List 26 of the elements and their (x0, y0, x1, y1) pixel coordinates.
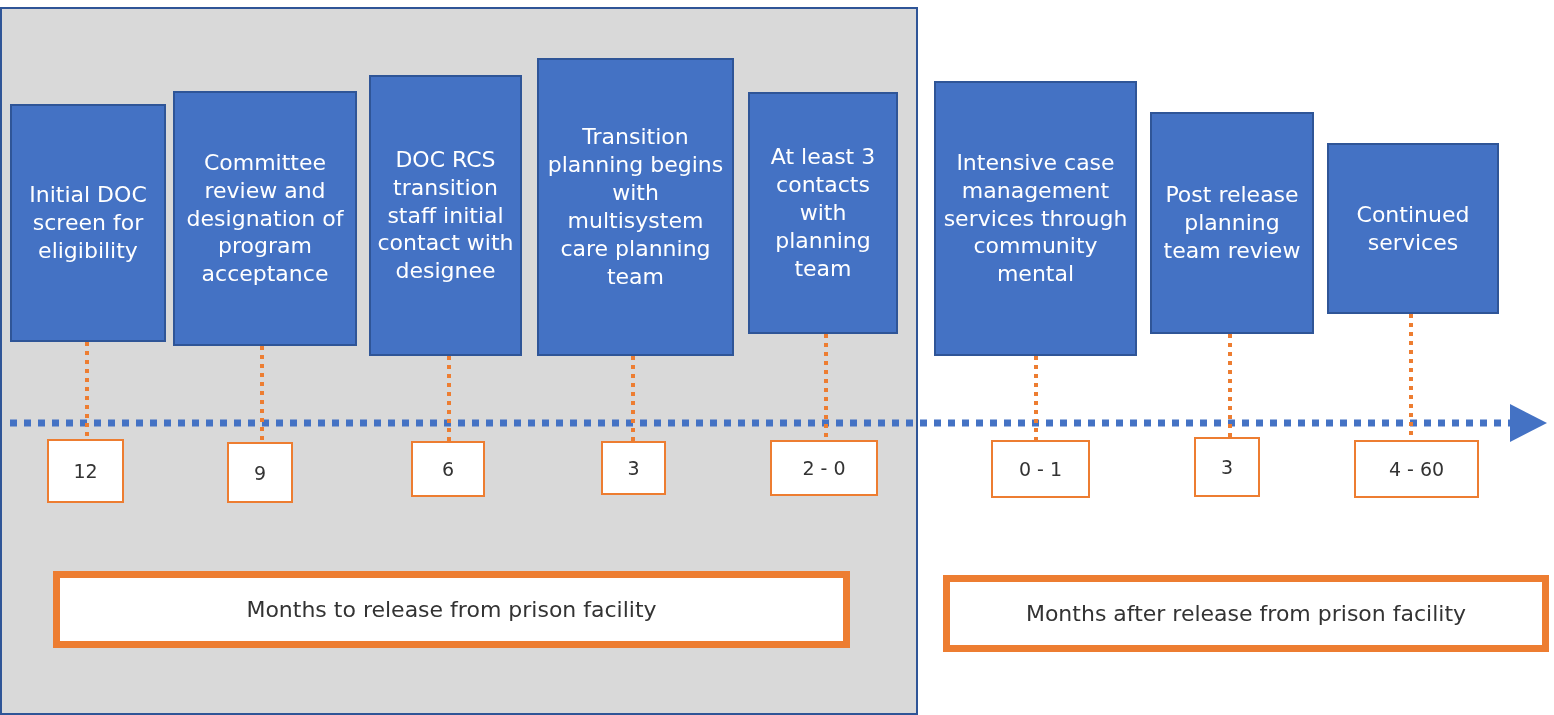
step-box: DOC RCS transition staff initial contact with designee (369, 75, 522, 356)
month-box: 12 (47, 439, 124, 503)
month-box: 9 (227, 442, 293, 503)
month-box: 3 (1194, 437, 1260, 497)
dotted-connector (1034, 356, 1038, 440)
step-box: Transition planning begins with multisystem care planning team (537, 58, 734, 356)
dotted-connector (260, 346, 264, 442)
month-box: 0 - 1 (991, 440, 1090, 498)
step-box: Intensive case management services through community mental (934, 81, 1137, 356)
step-box: Committee review and designation of program acceptance (173, 91, 357, 346)
step-box: At least 3 contacts with planning team (748, 92, 898, 334)
dotted-connector (824, 334, 828, 440)
dotted-connector (85, 342, 89, 439)
period-box: Months after release from prison facility (943, 575, 1549, 652)
step-box: Continued services (1327, 143, 1499, 314)
dotted-connector (631, 356, 635, 441)
month-box: 3 (601, 441, 666, 495)
dotted-connector (1228, 334, 1232, 437)
period-box: Months to release from prison facility (53, 571, 850, 648)
step-box: Post release planning team review (1150, 112, 1314, 334)
step-box: Initial DOC screen for eligibility (10, 104, 166, 342)
month-box: 6 (411, 441, 485, 497)
background-panel (0, 7, 918, 715)
month-box: 2 - 0 (770, 440, 878, 496)
dotted-connector (447, 356, 451, 441)
month-box: 4 - 60 (1354, 440, 1479, 498)
